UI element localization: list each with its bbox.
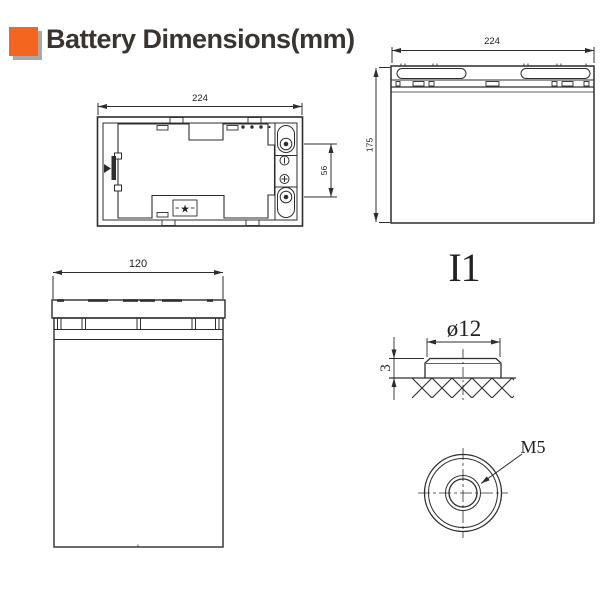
front-view-drawing: 224 175 xyxy=(365,36,595,224)
vent-slot xyxy=(226,125,239,131)
seam-tabs xyxy=(57,318,220,330)
lid-recess xyxy=(396,68,467,79)
lid-cross-pocket xyxy=(117,123,276,219)
lid-top-ticks xyxy=(400,63,587,66)
indicator-dot xyxy=(241,125,245,129)
vent-cap-profiles xyxy=(395,81,590,87)
negative-terminal-post xyxy=(279,190,293,204)
side-view-drawing: 120 xyxy=(51,258,226,548)
terminal-thread-label: M5 xyxy=(520,437,545,457)
terminal-post-center xyxy=(283,194,289,200)
top-view-lid-inner-outline xyxy=(102,122,298,221)
lid-tab xyxy=(247,117,262,124)
front-view-width-dimension: 224 xyxy=(484,36,500,47)
front-view-case-outline xyxy=(390,65,595,224)
page-header: Battery Dimensions(mm) xyxy=(0,0,600,70)
brand-logo-icon xyxy=(104,164,111,173)
positive-terminal-post xyxy=(279,137,293,151)
positive-terminal-well xyxy=(277,125,295,153)
side-view-lid-outline xyxy=(51,299,226,319)
thread-leader-line xyxy=(480,453,523,484)
negative-terminal-marker-icon xyxy=(279,155,290,166)
accent-square xyxy=(9,27,38,56)
terminal-post-height-dimension: 3 xyxy=(378,364,394,372)
top-view-case-outline xyxy=(96,116,304,227)
indicator-dot xyxy=(268,125,271,129)
vent-valve-box xyxy=(172,199,198,217)
pocket-left-tab xyxy=(114,184,122,192)
lid-top-marks xyxy=(57,299,213,302)
star-icon: ★ xyxy=(180,204,190,216)
lid-tab xyxy=(245,219,260,226)
top-view-width-dimension: 224 xyxy=(192,93,208,104)
lid-recess xyxy=(520,68,591,79)
top-view-drawing: 224 xyxy=(96,93,337,227)
terminal-post-center xyxy=(283,141,289,147)
page-title: Battery Dimensions(mm) xyxy=(46,24,355,54)
terminal-spacing-dimension: 56 xyxy=(319,166,329,176)
side-view-width-dimension: 120 xyxy=(129,258,147,270)
terminal-top-detail-drawing: M5 xyxy=(418,437,546,538)
lid-tab xyxy=(169,117,184,124)
brand-label-bar xyxy=(111,156,116,180)
negative-terminal-well xyxy=(277,187,295,218)
terminal-type-label: I1 xyxy=(448,245,479,290)
vent-slot xyxy=(156,125,169,131)
accent-square-icon xyxy=(9,27,42,60)
indicator-dot xyxy=(250,125,254,129)
front-view-height-dimension: 175 xyxy=(365,138,375,152)
side-view-body-outline xyxy=(53,317,224,548)
indicator-dot xyxy=(259,125,263,129)
terminal-side-detail-drawing: ø12 3 xyxy=(378,316,516,401)
positive-terminal-marker-icon xyxy=(279,174,290,184)
terminal-diameter-dimension: ø12 xyxy=(447,316,482,341)
vent-slot xyxy=(156,212,169,218)
lid-tab xyxy=(161,219,176,226)
